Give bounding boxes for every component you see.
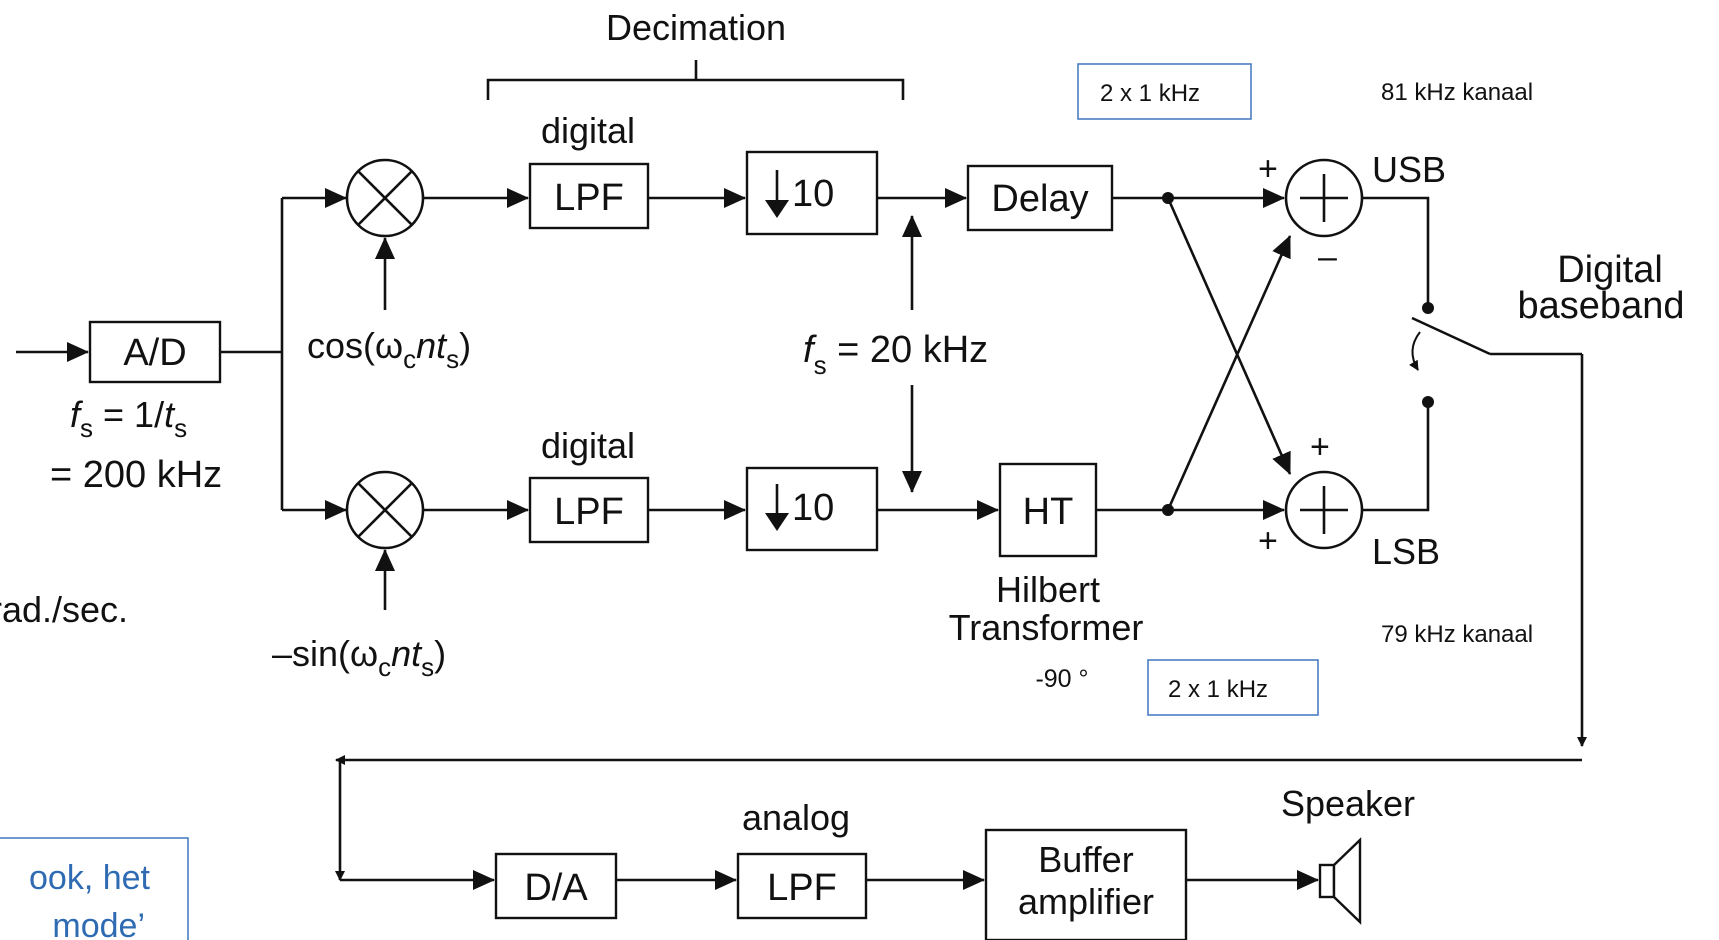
cos-sub-s: s	[446, 344, 459, 374]
sum-usb	[1284, 158, 1364, 238]
switch-curve-arrow-icon	[1409, 331, 1421, 371]
ht-box	[998, 462, 1098, 558]
switch-contact-lsb	[1422, 396, 1434, 408]
lpf-top-label: LPF	[554, 177, 624, 219]
speaker-icon	[1318, 837, 1362, 925]
note-bottom-text: 2 x 1 kHz	[1168, 676, 1268, 703]
minus-usb: –	[1318, 238, 1337, 276]
buffer-box	[984, 828, 1188, 940]
ad-label: A/D	[123, 332, 186, 374]
lsb-to-switch-line	[1362, 402, 1430, 512]
channel-79-label: 79 kHz kanaal	[1381, 621, 1533, 648]
note-top-text: 2 x 1 kHz	[1100, 80, 1200, 107]
fs-mid-label: fs = 20 kHz	[803, 329, 988, 380]
lpf-analog-label: LPF	[767, 867, 837, 909]
note-box-bottom	[1147, 659, 1319, 716]
sum-lsb	[1284, 470, 1364, 550]
cos-post: )	[459, 325, 471, 366]
hilbert-label-2: Transformer	[949, 607, 1144, 648]
down-arrow-icon-bottom	[765, 484, 789, 531]
cross-to-lsb-arrow	[1166, 197, 1292, 475]
decimation-bracket	[486, 78, 905, 100]
sin-sub-s: s	[421, 652, 434, 682]
digital-baseband-2: baseband	[1518, 285, 1685, 327]
buffer-label-1: Buffer	[1038, 839, 1133, 880]
mixer-bottom	[345, 470, 425, 550]
fs-main-sub: s	[80, 413, 93, 443]
lpf-bottom-label: LPF	[554, 491, 624, 533]
analog-label: analog	[742, 797, 850, 838]
phase-label: -90 °	[1035, 665, 1088, 693]
cos-label: cos(ωcnts)	[307, 325, 471, 374]
da-box	[494, 852, 618, 920]
callout-box	[0, 837, 189, 940]
mixer-top	[345, 158, 425, 238]
fs-mid-f: f	[803, 329, 817, 371]
cos-sub-c: c	[403, 344, 416, 374]
ht-label: HT	[1023, 491, 1074, 533]
delay-label: Delay	[991, 178, 1088, 220]
cos-nt: nt	[416, 325, 448, 366]
decimation-label: Decimation	[606, 7, 786, 48]
digital-label-bottom: digital	[541, 425, 635, 466]
sin-label: –sin(ωcnts)	[272, 633, 446, 682]
fs-main-value: = 200 kHz	[50, 454, 222, 496]
lsb-label: LSB	[1372, 531, 1440, 572]
plus-lsb-bottom: +	[1258, 522, 1278, 560]
fs-mid-sub: s	[814, 350, 827, 380]
switch-contact-usb	[1422, 302, 1434, 314]
speaker-label: Speaker	[1281, 783, 1415, 824]
switch-arm	[1411, 316, 1491, 356]
hilbert-label-1: Hilbert	[996, 569, 1100, 610]
down-top-box	[745, 150, 879, 236]
fs-main-label: fs = 1/ts	[70, 394, 187, 443]
plus-usb-top: +	[1258, 150, 1278, 188]
note-box-top	[1077, 63, 1252, 120]
down-arrow-icon-top	[765, 170, 789, 218]
usb-label: USB	[1372, 149, 1446, 190]
fs-main-tsub: s	[174, 413, 187, 443]
digital-baseband-1: Digital	[1557, 249, 1663, 291]
rad-sec-label: rad./sec.	[0, 589, 128, 630]
digital-label-top: digital	[541, 110, 635, 151]
cos-pre: cos(ω	[307, 325, 403, 366]
sin-nt: nt	[391, 633, 423, 674]
sin-post: )	[434, 633, 446, 674]
fs-mid-value: = 20 kHz	[827, 329, 989, 371]
fs-main-t: t	[164, 394, 176, 435]
lpf-analog-box	[736, 852, 868, 920]
lpf-bottom-box	[528, 476, 650, 544]
buffer-label-2: amplifier	[1018, 881, 1154, 922]
da-label: D/A	[524, 867, 588, 909]
fs-main-eq: = 1/	[93, 394, 164, 435]
callout-text-2: mode’	[52, 907, 145, 940]
lpf-top-box	[528, 162, 650, 230]
channel-81-label: 81 kHz kanaal	[1381, 79, 1533, 106]
callout-text-1: ook, het	[29, 859, 151, 897]
usb-to-switch-line	[1362, 196, 1430, 308]
sin-pre: –sin(ω	[272, 633, 378, 674]
down-bottom-label: 10	[792, 487, 834, 529]
down-top-label: 10	[792, 173, 834, 215]
down-bottom-box	[745, 466, 879, 552]
cross-to-usb-arrow	[1166, 235, 1292, 511]
sin-sub-c: c	[378, 652, 391, 682]
plus-lsb-top: +	[1310, 428, 1330, 466]
